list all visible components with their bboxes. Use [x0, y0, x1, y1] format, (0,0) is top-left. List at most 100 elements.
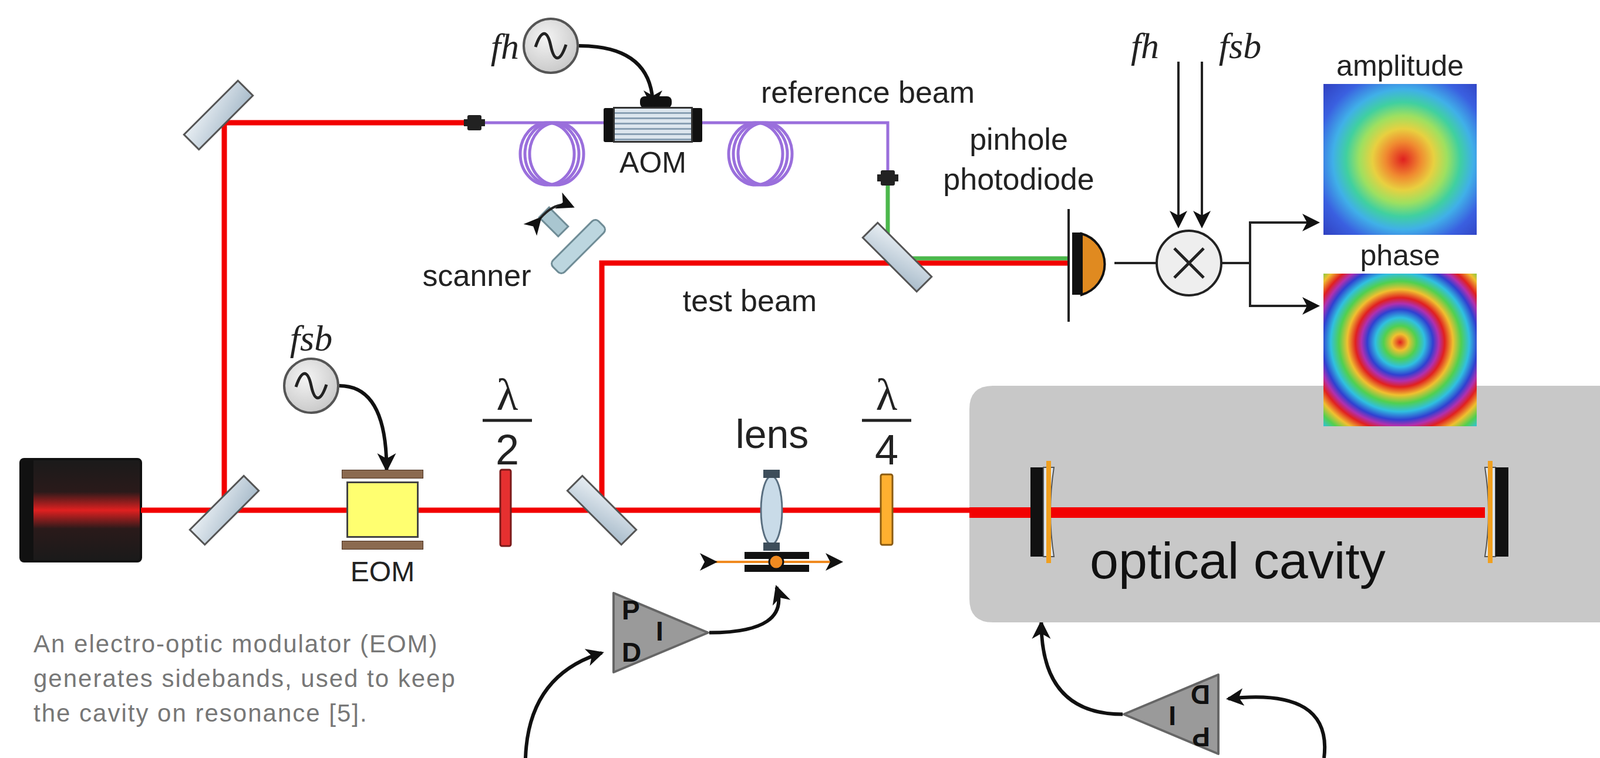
- lens-on-stage: [763, 469, 780, 478]
- node-amp: amplitude: [1323, 83, 1477, 235]
- photodiode: [1068, 209, 1157, 322]
- sine-symbol: [283, 357, 340, 414]
- pid-letter: D: [1190, 681, 1211, 709]
- label: 4: [874, 428, 899, 471]
- label: fh: [1130, 27, 1160, 64]
- photodiode: [1072, 232, 1082, 295]
- label: 2: [495, 428, 520, 471]
- node-phase: phase: [1323, 273, 1477, 427]
- fiber: [738, 122, 793, 185]
- crystal: [346, 481, 419, 538]
- quarter-wave-plate: [861, 419, 912, 423]
- fiber: [529, 122, 584, 185]
- node-lens: lens: [728, 413, 817, 588]
- mixer: [1156, 230, 1222, 296]
- beam-splitter: [862, 222, 932, 292]
- signal-frequency: fh: [490, 28, 520, 65]
- photodiode: [1067, 209, 1070, 322]
- cavity-panel: [969, 385, 1600, 623]
- lens-on-stage: [763, 542, 780, 551]
- quarter-wave-plate: [880, 474, 893, 545]
- half-wave-plate: [500, 469, 511, 547]
- pid-letter: P: [1191, 723, 1211, 751]
- mixer: [1174, 248, 1204, 278]
- label: λ: [496, 372, 519, 417]
- node-eom: EOM: [341, 469, 424, 550]
- control-connector: [1041, 622, 1123, 715]
- beam-splitter: [183, 80, 932, 545]
- scanner-mirror: [539, 207, 568, 237]
- control-connector: [578, 45, 653, 107]
- mixer: [1248, 304, 1318, 308]
- aom-cap: [691, 108, 703, 143]
- node-pid: PID: [1122, 673, 1220, 756]
- laser: [20, 459, 141, 562]
- label: reference beam: [760, 76, 975, 108]
- pid-letter: D: [621, 638, 642, 666]
- scanner-mirror: [539, 204, 608, 276]
- beam-path: [224, 122, 475, 511]
- beam-splitter: [183, 80, 253, 150]
- half-wave-plate: [482, 420, 532, 547]
- image-heading: amplitude: [1336, 51, 1464, 81]
- lens-on-stage: [715, 469, 841, 572]
- laser: [20, 459, 34, 562]
- label: scanner: [422, 260, 532, 291]
- caption: An electro-optic modulator (EOM) generat…: [33, 627, 486, 731]
- half-wave-plate: [482, 419, 532, 423]
- beam-path: [140, 507, 970, 514]
- laser: [20, 459, 141, 562]
- photodiode: [1081, 233, 1105, 295]
- fiber-coupler: [877, 174, 899, 182]
- pid-letter: I: [655, 617, 664, 645]
- pid-letter: P: [621, 596, 640, 624]
- cavity-panel: [969, 385, 1600, 623]
- cavity-mirror: [1495, 467, 1509, 557]
- beam-splitter: [189, 475, 259, 545]
- fiber: [524, 122, 579, 185]
- pid-controller-shape: [1123, 674, 1219, 754]
- image-heading: phase: [1359, 240, 1440, 271]
- node-gen: fh: [522, 17, 579, 74]
- cavity-mirror: [1030, 467, 1044, 557]
- beam-splitter: [567, 475, 636, 545]
- mixer: [1221, 222, 1251, 306]
- component-label: AOM: [619, 147, 687, 178]
- piezo: [1487, 460, 1493, 564]
- piezo: [1046, 460, 1052, 564]
- component-label: EOM: [350, 557, 415, 586]
- sine-symbol: [522, 17, 579, 74]
- electrode-plate: [341, 540, 424, 550]
- sine-symbol: [295, 373, 327, 399]
- node-pid: PID: [612, 591, 710, 674]
- label: test beam: [682, 285, 817, 316]
- feedback-input: [1228, 696, 1325, 758]
- component-label: lens: [735, 413, 810, 454]
- photodiode: [1114, 261, 1157, 265]
- mixer: [1156, 61, 1318, 306]
- label: pinhole photodiode: [930, 119, 1107, 200]
- signal-frequency: fsb: [290, 320, 333, 357]
- fiber-coupler: [463, 119, 485, 127]
- mixer: [1248, 221, 1318, 224]
- aom-transducer: [640, 96, 672, 109]
- quarter-wave-plate: [861, 420, 912, 545]
- mixer: [1200, 61, 1204, 227]
- electrode-plate: [341, 469, 424, 479]
- label: λ: [876, 372, 898, 417]
- feedback-input: [525, 652, 602, 758]
- feedback-input: [525, 652, 1325, 758]
- node-cav: optical cavity: [969, 385, 1600, 623]
- sine-symbol: [535, 33, 567, 59]
- label: fsb: [1218, 27, 1262, 64]
- control-connector: [339, 385, 387, 470]
- lens-on-stage: [769, 554, 784, 569]
- region-label: optical cavity: [1089, 534, 1386, 587]
- mixer: [1177, 61, 1180, 227]
- beam-path: [140, 122, 1068, 511]
- node-aom: AOM: [612, 106, 693, 143]
- node-gen: fsb: [283, 357, 340, 414]
- pid-controller-shape: [613, 593, 709, 673]
- fiber: [733, 122, 788, 185]
